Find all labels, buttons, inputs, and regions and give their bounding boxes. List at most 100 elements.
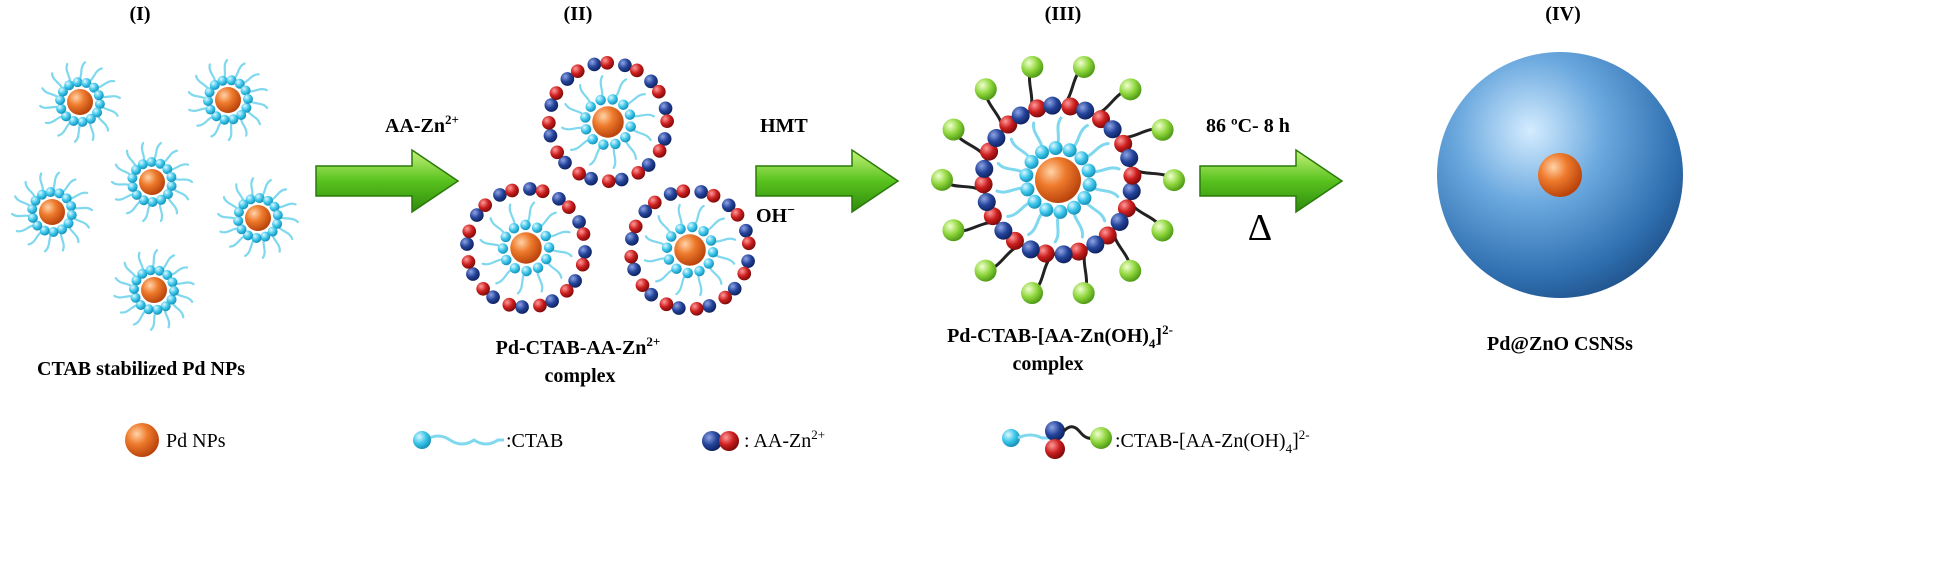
aa-red-sphere (659, 297, 674, 312)
pd-core (245, 205, 271, 231)
aa-red-sphere (1123, 166, 1142, 185)
aa-blue-sphere (727, 281, 742, 296)
ctab-head (129, 283, 140, 294)
ctab-head (624, 109, 636, 120)
aa-red-sphere (461, 255, 476, 269)
ctab-head (540, 230, 551, 242)
aa-red-sphere (462, 224, 477, 239)
aa-blue-sphere (694, 185, 709, 199)
aa-red-sphere (600, 56, 615, 70)
stage-3-numeral: (III) (1045, 3, 1082, 25)
aa-red-sphere (559, 284, 574, 298)
ctab-head (531, 222, 543, 233)
ctab-head (37, 189, 48, 200)
ctab-head (1027, 194, 1042, 209)
ctab-head (131, 164, 142, 175)
ctab-head (156, 194, 167, 205)
ctab-head (260, 231, 271, 242)
aa-red-sphere (974, 175, 993, 194)
legend-aa-zn-label: : AA-Zn2+ (744, 427, 825, 452)
zn-oh4-sphere (1119, 78, 1142, 101)
aa-red-sphere (1005, 231, 1024, 250)
ctab-head (543, 242, 555, 253)
aa-blue-sphere (663, 187, 678, 201)
aa-blue-sphere (543, 128, 558, 143)
ctab-head (242, 94, 253, 105)
ctab-head (30, 195, 41, 206)
aa-blue-sphere (1122, 182, 1141, 201)
pd-core (592, 106, 624, 138)
zn-oh4-sphere (1151, 219, 1174, 242)
pd-ctab-aa-zn-particle (542, 56, 674, 188)
aa-blue-sphere (1054, 245, 1073, 264)
aa-blue-sphere (584, 171, 598, 186)
ctab-head (143, 304, 154, 315)
aa-blue-sphere (558, 155, 572, 170)
zn-oh4-sphere (1021, 55, 1044, 78)
ctab-head (85, 113, 96, 124)
ctab-head (1024, 154, 1039, 169)
ctab-head (166, 294, 177, 305)
ctab-head (233, 207, 244, 218)
stage-3-complex-particle (931, 55, 1185, 305)
ctab-head (217, 75, 228, 86)
aa-red-sphere (1117, 199, 1136, 218)
aa-red-sphere (983, 207, 1002, 226)
zn-oh4-sphere (1119, 259, 1142, 282)
ctab-head (127, 181, 138, 192)
aa-red-sphere (542, 115, 556, 130)
ctab-head (267, 226, 278, 237)
aa-red-sphere (689, 301, 704, 316)
zn-oh4-sphere (1162, 169, 1185, 192)
ctab-head (618, 99, 629, 110)
ctab-head (138, 195, 149, 206)
aa-red-sphere (601, 174, 616, 188)
ctab-head (81, 78, 92, 89)
aa-red-sphere (660, 114, 674, 129)
stage-1-ctab-stabilized-particles (10, 58, 299, 331)
ctab-head (154, 265, 165, 276)
aa-blue-sphere (671, 301, 686, 315)
ctab-head (671, 263, 682, 275)
ctab-head (56, 224, 67, 235)
zn-oh4-sphere (942, 219, 965, 242)
ctab-head (127, 173, 138, 184)
ctab-head (580, 112, 591, 123)
ctab-head (242, 230, 253, 241)
ctab-head (272, 210, 283, 221)
aa-red-sphere (980, 142, 999, 161)
pd-core (1035, 157, 1081, 203)
ctab-head (598, 139, 609, 150)
arrow-3 (1199, 148, 1344, 214)
ctab-head (131, 189, 142, 200)
stage-2-complex-particles (460, 56, 756, 316)
aa-red-sphere (624, 249, 639, 264)
aa-red-sphere (1061, 97, 1080, 116)
aa-red-sphere (741, 236, 756, 251)
ctab-head (272, 218, 283, 229)
ctab-head (27, 203, 38, 214)
ctab-head (508, 223, 520, 234)
ctab-head (703, 258, 715, 269)
ctab-head (56, 103, 67, 114)
ctab-head (203, 95, 214, 106)
ctab-head (92, 107, 103, 118)
aa-red-sphere (1114, 134, 1133, 153)
ctab-head (497, 243, 509, 254)
aa-blue-sphere (739, 223, 753, 238)
zn-oh4-sphere (1151, 118, 1174, 141)
ctab-head (55, 95, 66, 106)
stage-4-numeral: (IV) (1545, 3, 1581, 25)
aa-blue-sphere (994, 221, 1013, 240)
aa-blue-sphere (486, 290, 500, 304)
legend-ctab-aa-zn-oh4-label: :CTAB-[AA-Zn(OH)4]2- (1115, 427, 1310, 456)
ctab-head (607, 94, 618, 105)
aa-blue-sphere (741, 254, 755, 269)
aa-blue-sphere (493, 188, 507, 202)
ctab-head (705, 235, 717, 246)
ctab-head (687, 221, 698, 233)
aa-blue-sphere (466, 267, 480, 281)
ctab-head (1062, 143, 1077, 158)
aa-blue-sphere (1103, 120, 1122, 139)
ctab-head (500, 231, 511, 243)
